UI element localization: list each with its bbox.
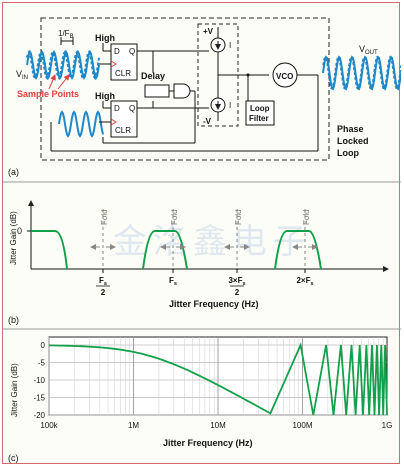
bottom-flip-flop (110, 100, 138, 138)
vin-label: VIN (16, 69, 28, 81)
and-gate (173, 83, 191, 99)
loop-filter-box (245, 100, 275, 126)
input-wave (26, 50, 100, 80)
panel-c-ytick: -10 (33, 376, 45, 385)
fold-label: Fold (302, 209, 311, 225)
loop-filter-label-2: Filter (249, 114, 269, 123)
panel-a: VIN VOUT 1/FB Sample Points High D Q CLR… (8, 17, 402, 177)
plus-v-label: +V (203, 27, 214, 36)
panel-c-ylabel: Jitter Gain (dB) (10, 363, 19, 417)
panel-a-label: (a) (8, 167, 19, 177)
top-clock-triangle (110, 60, 117, 68)
vout-label: VOUT (359, 44, 378, 56)
panel-c-xtick: 100k (40, 421, 58, 430)
sampled-wave (26, 50, 100, 80)
panel-c-ytick: -5 (38, 359, 46, 368)
fold-label: Fold (234, 209, 243, 225)
figure-svg: VIN VOUT 1/FB Sample Points High D Q CLR… (3, 17, 402, 463)
bottom-ff-q: Q (129, 104, 135, 113)
bottom-ff-d: D (114, 104, 120, 113)
panel-c-ytick: -15 (33, 394, 45, 403)
sample-points-label: Sample Points (17, 89, 79, 99)
top-ff-d: D (114, 47, 120, 56)
bottom-ff-clr: CLR (115, 126, 131, 135)
minus-v-label: -V (203, 117, 212, 126)
panel-c-xlabel: Jitter Frequency (Hz) (163, 438, 253, 448)
sample-arrow-1 (48, 74, 56, 90)
panel-c-xtick: 10M (210, 421, 226, 430)
delay-label: Delay (141, 71, 165, 81)
high-top-label: High (95, 33, 115, 43)
panel-b-xlabel: Jitter Frequency (Hz) (169, 299, 259, 309)
lower-wave (58, 110, 104, 138)
panel-b-ylabel: Jitter Gain (dB) (9, 211, 18, 265)
panel-c-ytick: 0 (41, 341, 46, 350)
period-label: 1/FB (58, 29, 74, 40)
pll-label-1: Phase (337, 124, 364, 134)
panel-c-ytick: -20 (33, 411, 45, 420)
figure-frame: VIN VOUT 1/FB Sample Points High D Q CLR… (2, 2, 402, 464)
panel-b: 金洺鑫电子 0 Jitter Gain (dB) Jitter Frequenc… (8, 200, 389, 325)
top-ff-q: Q (129, 47, 135, 56)
panel-b-tick-label: 3×Fs (228, 276, 245, 287)
vco-label: VCO (276, 72, 293, 81)
panel-c-label: (c) (8, 453, 19, 463)
pll-dashed-box (40, 17, 330, 161)
panel-c-curve (49, 341, 388, 416)
loop-filter-label-1: Loop (250, 104, 270, 113)
bottom-current-label: I (229, 101, 231, 110)
top-flip-flop (110, 43, 138, 81)
panel-b-tick-label: 2×Fs (296, 276, 313, 287)
output-wave (322, 55, 402, 91)
fold-label: Fold (170, 209, 179, 225)
panel-b-tick-den: 2 (235, 288, 240, 297)
top-ff-clr: CLR (115, 69, 131, 78)
panel-b-label: (b) (8, 315, 19, 325)
delay-box (144, 84, 170, 98)
panel-b-lobe (31, 230, 68, 270)
panel-c-xtick: 1G (382, 421, 393, 430)
bottom-clock-triangle (110, 118, 117, 126)
top-current-label: I (229, 41, 231, 50)
pll-label-3: Loop (337, 148, 359, 158)
panel-c-xtick: 1M (128, 421, 139, 430)
panel-b-tick-den: 2 (101, 288, 106, 297)
sample-arrow-2 (57, 74, 70, 90)
panel-b-zero-label: 0 (17, 226, 22, 236)
pll-label-2: Locked (337, 136, 369, 146)
fold-label: Fold (100, 209, 109, 225)
panel-c-xtick: 100M (292, 421, 312, 430)
panel-b-tick-label: Fs (99, 276, 107, 287)
output-wave-shadow (322, 55, 402, 90)
panel-b-tick-label: Fs (169, 276, 177, 287)
watermark: 金洺鑫电子 (113, 223, 313, 261)
high-bottom-label: High (95, 91, 115, 101)
